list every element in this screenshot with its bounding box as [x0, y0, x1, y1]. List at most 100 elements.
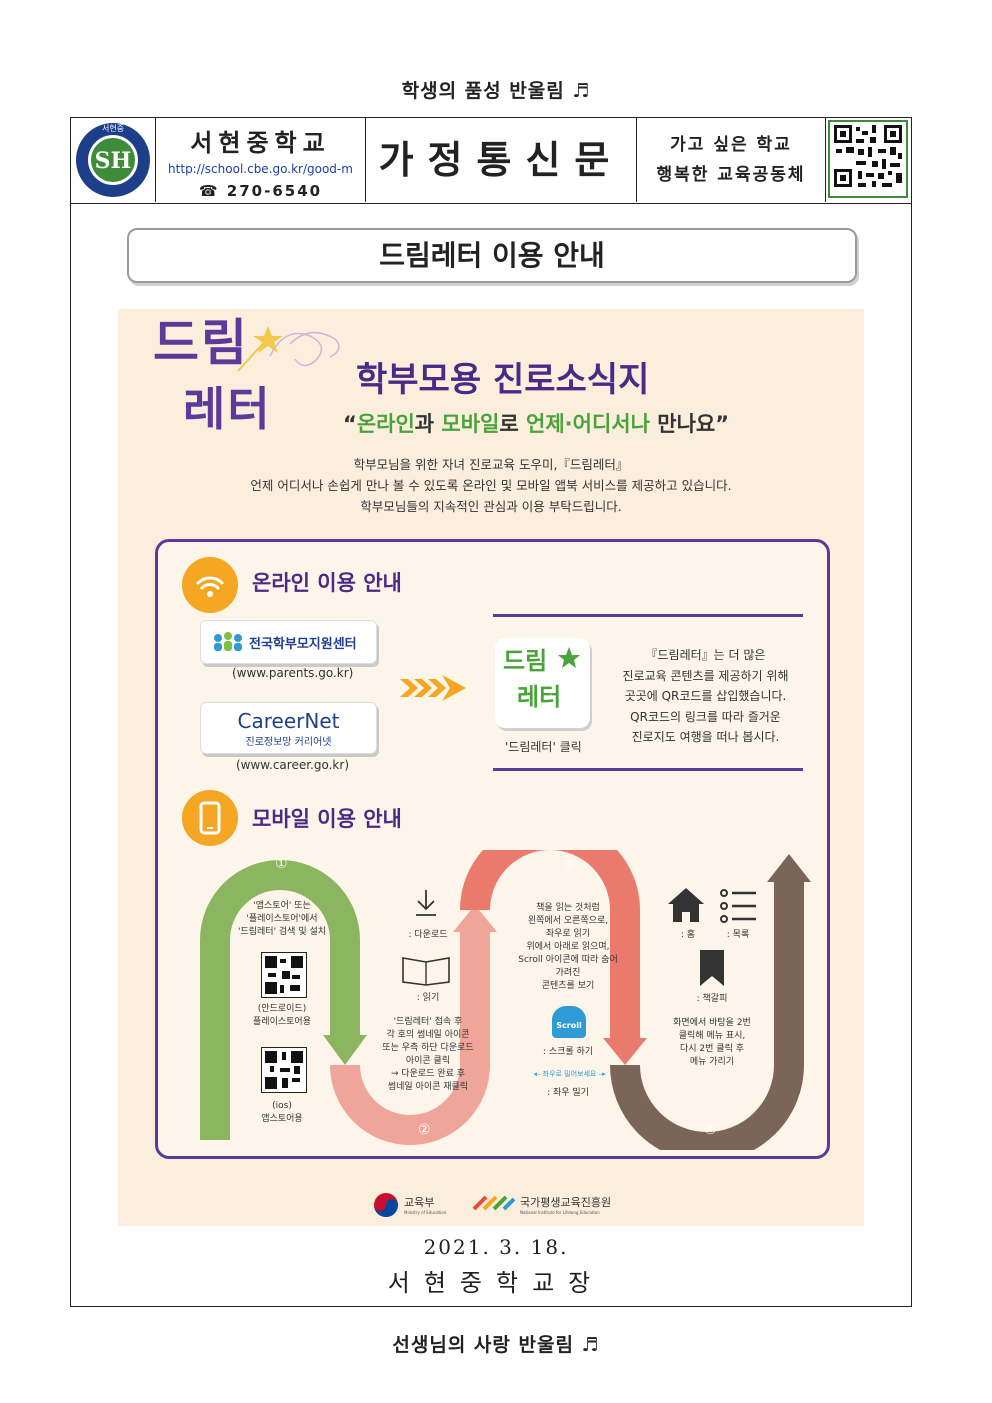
step-3-number: ③ — [563, 856, 576, 872]
nile-name-en: National Institute for Lifelong Educatio… — [520, 1210, 600, 1215]
quote-meet: 만나요 — [649, 412, 716, 436]
logo-text-dream: 드림 — [153, 314, 249, 372]
ios-label-1: (ios) — [272, 1101, 292, 1111]
step-2-line-4: 아이콘 클릭 — [405, 1056, 451, 1066]
ios-label: (ios) 앱스토어용 — [232, 1100, 332, 1126]
parents-site-url: (www.parents.go.kr) — [232, 666, 354, 680]
online-divider-top — [493, 614, 803, 617]
parents-site-card[interactable]: 전국학부모지원센터 — [200, 620, 377, 664]
bookmark-icon — [700, 950, 724, 986]
top-motto: 학생의 품성 반울림 ♬ — [401, 80, 591, 102]
step-4-line-4: 메뉴 가리기 — [689, 1057, 735, 1067]
careernet-site-url: (www.career.go.kr) — [236, 758, 349, 772]
wifi-icon — [182, 557, 238, 613]
ministry-name-en: Ministry of Education — [404, 1210, 447, 1215]
online-desc-1: 『드림레터』는 더 많은 — [645, 648, 766, 662]
online-desc-3: 곳곳에 QR코드를 삽입했습니다. — [624, 689, 787, 703]
swipe-hint-icon: ◂– 좌우로 밀어보세요 –▸ — [522, 1069, 617, 1079]
swipe-arrow-right: –▸ — [598, 1070, 606, 1078]
svg-text:서현중: 서현중 — [102, 124, 124, 133]
school-info-cell: 서현중학교 http://school.cbe.go.kr/good-m ☎ 2… — [156, 117, 366, 202]
step-4-line-1: 화면에서 바탕을 2번 — [673, 1018, 751, 1028]
intro-line-3: 학부모님들의 지속적인 관심과 이용 부탁드립니다. — [360, 499, 622, 514]
motto-line-2: 행복한 교육공동체 — [656, 165, 806, 185]
online-divider-bottom — [493, 768, 803, 771]
step-2-line-5: → 다운로드 완료 후 — [390, 1069, 466, 1079]
smartphone-icon — [182, 790, 238, 846]
step-1-line-3: '드림레터' 검색 및 설치 — [237, 927, 327, 937]
careernet-logo-text: CareerNet — [237, 709, 340, 733]
ministry-of-education-emblem — [374, 1193, 398, 1217]
online-desc-2: 진로교육 콘텐츠를 제공하기 위해 — [622, 668, 789, 683]
header-qr-cell — [826, 117, 910, 202]
online-desc-5: 진로지도 여행을 떠나 봅시다. — [631, 730, 780, 744]
dreamletter-click-label: '드림레터' 클릭 — [505, 740, 582, 754]
step-1-line-1: '앱스토어' 또는 — [253, 901, 311, 911]
quote-close: ” — [715, 412, 730, 436]
step-1-line-2: '플레이스토어'에서 — [246, 914, 318, 924]
read-label: : 읽기 — [416, 993, 440, 1003]
swipe-hint-text: 좌우로 밀어보세요 — [542, 1070, 597, 1078]
star-icon — [558, 647, 580, 668]
chevron-arrows-icon — [400, 675, 466, 701]
bookmark-label: : 책갈피 — [696, 994, 728, 1004]
home-icon — [668, 888, 704, 922]
step-3-line-1: 책을 읽는 것처럼 — [536, 903, 600, 913]
issue-date: 2021. 3. 18. — [423, 1235, 569, 1259]
ios-qr-code[interactable] — [261, 1047, 307, 1093]
step-4-line-3: 다시 2번 클릭 후 — [680, 1044, 744, 1054]
android-label-1: (안드로이드) — [257, 1004, 307, 1014]
scroll-icon: Scroll — [552, 1006, 586, 1038]
step-3-text: 책을 읽는 것처럼 왼쪽에서 오른쪽으로, 좌우로 읽기 위에서 아래로 읽으며… — [508, 902, 628, 993]
qr-code-icon[interactable] — [826, 117, 910, 202]
mobile-steps-path — [200, 850, 811, 1150]
school-url-link[interactable]: http://school.cbe.go.kr/good-m — [168, 162, 353, 176]
mobile-guide-title: 모바일 이용 안내 — [252, 807, 402, 831]
step-2-number: ② — [418, 1122, 431, 1138]
online-description: 『드림레터』는 더 많은 진로교육 콘텐츠를 제공하기 위해 곳곳에 QR코드를… — [608, 645, 803, 748]
list-icon — [720, 889, 756, 923]
document-frame — [70, 117, 912, 1307]
scroll-label: : 스크롤 하기 — [542, 1047, 594, 1057]
nile-logo-icon — [472, 1195, 516, 1211]
svg-text:SH: SH — [95, 148, 132, 174]
document-title: 드림레터 이용 안내 — [127, 228, 857, 283]
step-3-line-5: Scroll 아이콘에 따라 숨어 — [518, 955, 618, 965]
quote-anytime: 언제·어디서나 — [526, 412, 650, 436]
careernet-site-card[interactable]: CareerNet 진로정보망 커리어넷 — [200, 702, 377, 754]
bottom-motto: 선생님의 사랑 반울림 ♬ — [392, 1334, 600, 1356]
dreamletter-app-icon[interactable]: 드림 레터 — [495, 638, 590, 728]
app-icon-text-1: 드림 — [503, 647, 548, 675]
newsletter-title: 가정통신문 — [378, 137, 624, 182]
logo-text-letter: 레터 — [183, 382, 272, 436]
poster-intro: 학부모님을 위한 자녀 진로교육 도우미,『드림레터』 언제 어디서나 손쉽게 … — [118, 454, 864, 517]
quote-mobile: 모바일 — [441, 412, 500, 436]
step-2-line-3: 또는 우측 하단 다운로드 — [382, 1043, 474, 1053]
step-3-line-6: 가려진 — [555, 968, 581, 978]
step-2-text: '드림레터' 접속 후 각 호의 썸네일 아이콘 또는 우측 하단 다운로드 아… — [368, 1016, 488, 1094]
android-label: (안드로이드) 플레이스토어용 — [232, 1003, 332, 1029]
download-label: : 다운로드 — [408, 930, 448, 940]
parents-logo-icon — [214, 632, 242, 651]
nile-name: 국가평생교육진흥원 — [520, 1196, 612, 1209]
step-3-line-7: 콘텐츠를 보기 — [541, 981, 595, 991]
toc-label: : 목록 — [726, 930, 750, 940]
android-qr-code[interactable] — [261, 952, 307, 998]
motto-line-1: 가고 싶은 학교 — [670, 135, 792, 155]
parents-site-name: 전국학부모지원센터 — [249, 637, 357, 652]
android-label-2: 플레이스토어용 — [253, 1017, 311, 1027]
ministry-name: 교육부 — [404, 1196, 435, 1209]
book-icon — [402, 957, 450, 986]
ios-label-2: 앱스토어용 — [261, 1114, 303, 1124]
step-4-text: 화면에서 바탕을 2번 클릭해 메뉴 표시, 다시 2번 클릭 후 메뉴 가리기 — [660, 1017, 764, 1069]
careernet-subtitle: 진로정보망 커리어넷 — [245, 737, 332, 748]
step-1-text: '앱스토어' 또는 '플레이스토어'에서 '드림레터' 검색 및 설치 — [232, 900, 332, 939]
school-name: 서현중학교 — [190, 128, 331, 157]
home-label: : 홈 — [680, 930, 696, 940]
swipe-label: : 좌우 밀기 — [547, 1088, 589, 1098]
step-3-line-4: 위에서 아래로 읽으며, — [526, 942, 610, 952]
quote-online: 온라인 — [356, 412, 415, 436]
principal-signature: 서현중학교장 — [387, 1269, 605, 1297]
poster-main-title: 학부모용 진로소식지 — [356, 360, 650, 400]
step-4-number: ④ — [704, 1122, 717, 1138]
